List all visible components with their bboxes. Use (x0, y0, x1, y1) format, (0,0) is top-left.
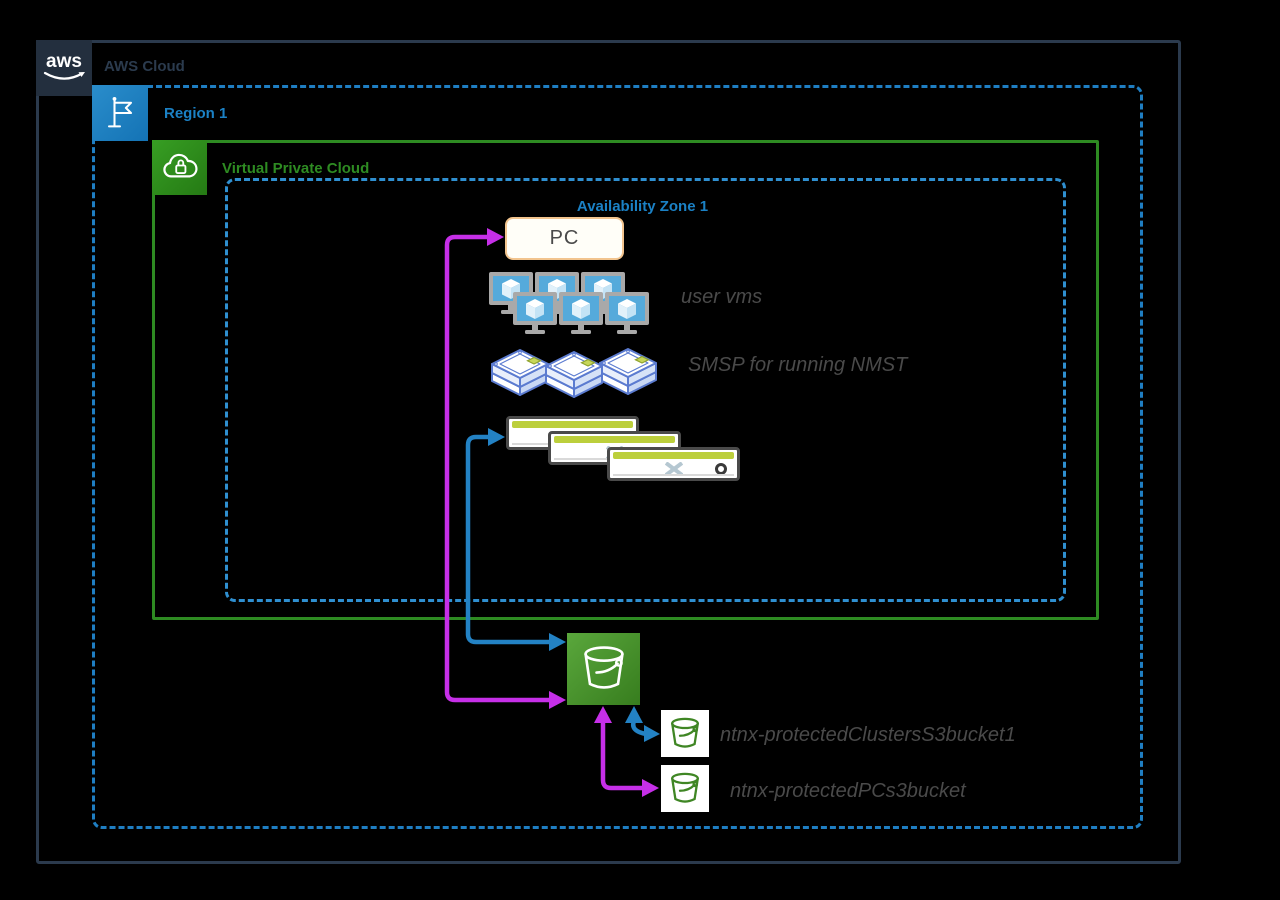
vm-monitor-icon (605, 292, 649, 334)
aws-logo: aws (36, 40, 92, 96)
window-stripe (554, 436, 675, 443)
availability-zone-group (225, 178, 1066, 602)
server-stack-icon (491, 349, 549, 396)
availability-zone-label: Availability Zone 1 (576, 198, 709, 215)
region-label: Region 1 (164, 105, 228, 122)
window-stripe (512, 421, 633, 428)
window-stripe (613, 452, 734, 459)
smsp-label: SMSP for running NMST (688, 354, 908, 376)
cluster-window-icon (607, 447, 740, 481)
server-stack-icon (545, 351, 603, 398)
user-vms-label: user vms (681, 286, 763, 308)
vpc-group (152, 140, 1099, 620)
vm-monitor-icon (513, 292, 557, 334)
aws-smile-icon (43, 71, 85, 80)
s3-bucket-pcs-label: ntnx-protectedPCs3bucket (730, 780, 966, 802)
s3-bucket-clusters-label: ntnx-protectedClustersS3bucket1 (720, 724, 1016, 746)
vpc-label: Virtual Private Cloud (222, 160, 370, 177)
vpc-cloud-lock-icon (152, 140, 207, 195)
pc-node: PC (505, 217, 624, 260)
pc-label: PC (549, 227, 580, 249)
vm-monitor-icon (559, 292, 603, 334)
s3-bucket-clusters-icon (661, 710, 709, 757)
region-group (92, 85, 1143, 829)
x-icon (664, 462, 683, 476)
server-stack-icon (599, 348, 657, 395)
aws-logo-text: aws (46, 51, 82, 72)
s3-bucket-pcs-icon (661, 765, 709, 812)
aws-cloud-label: AWS Cloud (104, 58, 185, 75)
region-flag-icon (92, 85, 148, 141)
window-dot-icon (715, 463, 727, 475)
window-baseline (613, 474, 734, 476)
s3-bucket-icon (567, 633, 640, 705)
aws-cloud-group (36, 40, 1181, 864)
